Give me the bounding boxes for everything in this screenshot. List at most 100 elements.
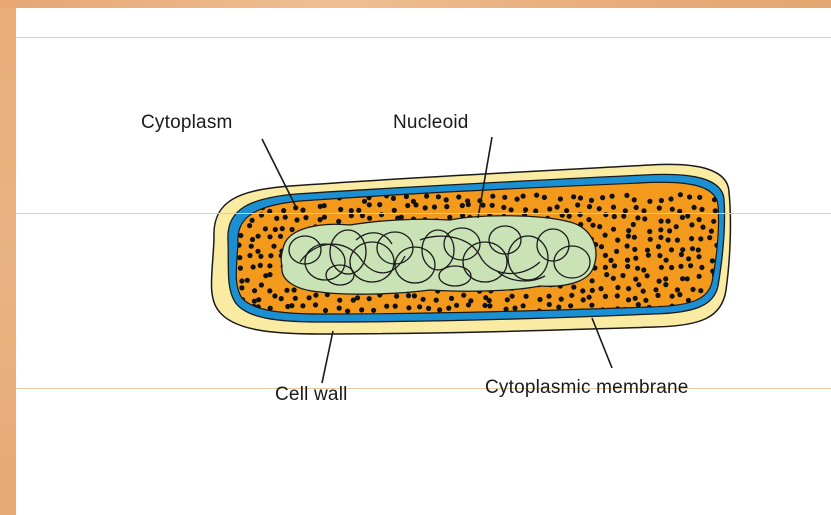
ribosome-granule	[599, 244, 604, 249]
ribosome-granule	[699, 207, 704, 212]
ribosome-granule	[663, 282, 668, 287]
ribosome-granule	[271, 244, 276, 249]
ribosome-granule	[524, 294, 529, 299]
ribosome-granule	[274, 216, 279, 221]
ribosome-granule	[658, 227, 663, 232]
ribosome-granule	[268, 306, 273, 311]
ribosome-granule	[436, 194, 441, 199]
ribosome-granule	[300, 303, 305, 308]
ribosome-granule	[647, 199, 652, 204]
ribosome-granule	[646, 253, 651, 258]
ribosome-granule	[625, 264, 630, 269]
ribosome-granule	[273, 227, 278, 232]
ribosome-granule	[292, 287, 297, 292]
ribosome-granule	[461, 293, 466, 298]
ribosome-granule	[710, 258, 715, 263]
ribosome-granule	[249, 244, 254, 249]
ribosome-granule	[294, 217, 299, 222]
ribosome-granule	[367, 202, 372, 207]
ribosome-granule	[293, 296, 298, 301]
ribosome-granule	[547, 206, 552, 211]
ribosome-granule	[454, 303, 459, 308]
ribosome-granule	[656, 244, 661, 249]
ribosome-granule	[615, 293, 620, 298]
ribosome-granule	[444, 197, 449, 202]
ribosome-granule	[456, 194, 461, 199]
ribosome-granule	[612, 214, 617, 219]
ribosome-granule	[290, 227, 295, 232]
ribosome-granule	[571, 285, 576, 290]
ribosome-granule	[259, 282, 264, 287]
ribosome-granule	[686, 298, 691, 303]
ribosome-granule	[603, 265, 608, 270]
ribosome-granule	[555, 204, 560, 209]
ribosome-granule	[559, 297, 564, 302]
ribosome-granule	[501, 205, 506, 210]
ribosome-granule	[237, 255, 242, 260]
ribosome-granule	[537, 297, 542, 302]
ribosome-granule	[645, 273, 650, 278]
ribosome-granule	[611, 276, 616, 281]
ribosome-granule	[384, 304, 389, 309]
ribosome-granule	[697, 274, 702, 279]
ribosome-granule	[578, 195, 583, 200]
ribosome-granule	[586, 217, 591, 222]
ribosome-granule	[432, 204, 437, 209]
ribosome-granule	[674, 224, 679, 229]
ribosome-granule	[377, 202, 382, 207]
ribosome-granule	[406, 293, 411, 298]
ribosome-granule	[245, 278, 250, 283]
ribosome-granule	[521, 194, 526, 199]
ribosome-granule	[239, 278, 244, 283]
ribosome-granule	[657, 279, 662, 284]
ribosome-granule	[280, 226, 285, 231]
ribosome-granule	[338, 207, 343, 212]
ribosome-granule	[612, 263, 617, 268]
ribosome-granule	[635, 266, 640, 271]
ribosome-granule	[322, 203, 327, 208]
ribosome-granule	[512, 306, 517, 311]
ribosome-granule	[406, 305, 411, 310]
ribosome-granule	[648, 237, 653, 242]
ribosome-granule	[284, 288, 289, 293]
ribosome-granule	[256, 297, 261, 302]
ribosome-granule	[256, 234, 261, 239]
ribosome-granule	[362, 199, 367, 204]
ribosome-granule	[289, 303, 294, 308]
label-cytoplasmic-membrane: Cytoplasmic membrane	[485, 377, 689, 399]
ribosome-granule	[446, 306, 451, 311]
ribosome-granule	[502, 195, 507, 200]
ribosome-granule	[278, 234, 283, 239]
ribosome-granule	[643, 298, 648, 303]
ribosome-granule	[490, 194, 495, 199]
ribosome-granule	[337, 306, 342, 311]
ribosome-granule	[634, 205, 639, 210]
label-nucleoid: Nucleoid	[393, 112, 469, 134]
ribosome-granule	[678, 192, 683, 197]
ribosome-granule	[426, 306, 431, 311]
ribosome-granule	[641, 267, 646, 272]
ribosome-granule	[487, 298, 492, 303]
ribosome-granule	[487, 303, 492, 308]
ribosome-granule	[405, 203, 410, 208]
ribosome-granule	[336, 219, 341, 224]
ribosome-granule	[413, 202, 418, 207]
ribosome-granule	[636, 302, 641, 307]
ribosome-granule	[283, 215, 288, 220]
ribosome-granule	[247, 253, 252, 258]
ribosome-granule	[391, 196, 396, 201]
ribosome-granule	[515, 197, 520, 202]
ribosome-granule	[567, 214, 572, 219]
ribosome-granule	[669, 247, 674, 252]
ribosome-granule	[359, 307, 364, 312]
ribosome-granule	[633, 296, 638, 301]
ribosome-granule	[680, 247, 685, 252]
ribosome-granule	[238, 266, 243, 271]
ribosome-granule	[345, 309, 350, 314]
ribosome-granule	[250, 218, 255, 223]
ribosome-granule	[590, 288, 595, 293]
label-cytoplasm: Cytoplasm	[141, 112, 233, 134]
ribosome-granule	[670, 294, 675, 299]
ribosome-granule	[313, 302, 318, 307]
ribosome-granule	[707, 235, 712, 240]
